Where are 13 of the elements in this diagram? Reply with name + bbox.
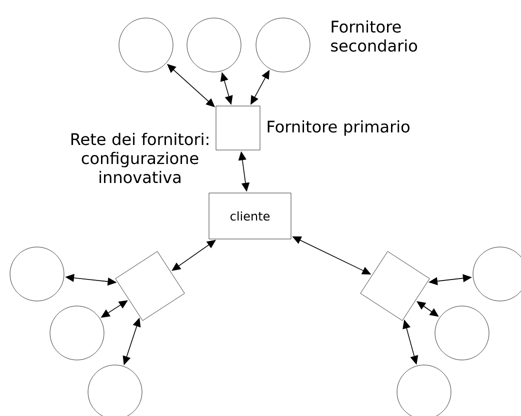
- supplier-circle: [434, 306, 490, 360]
- annotation-text: Fornitore secondario: [331, 20, 418, 52]
- supplier-box: [216, 106, 260, 150]
- supplier-circle: [10, 246, 64, 302]
- client-box: cliente: [208, 192, 292, 240]
- supplier-box: [115, 251, 185, 321]
- annotation-text: Fornitore primario: [268, 120, 410, 136]
- supplier-circle: [256, 18, 310, 72]
- supplier-box: [360, 251, 430, 321]
- supplier-circle: [50, 306, 104, 360]
- annotation-text: Rete dei fornitori: configurazione innovativa: [71, 132, 208, 184]
- supplier-circle: [186, 18, 242, 72]
- supplier-circle: [118, 18, 174, 72]
